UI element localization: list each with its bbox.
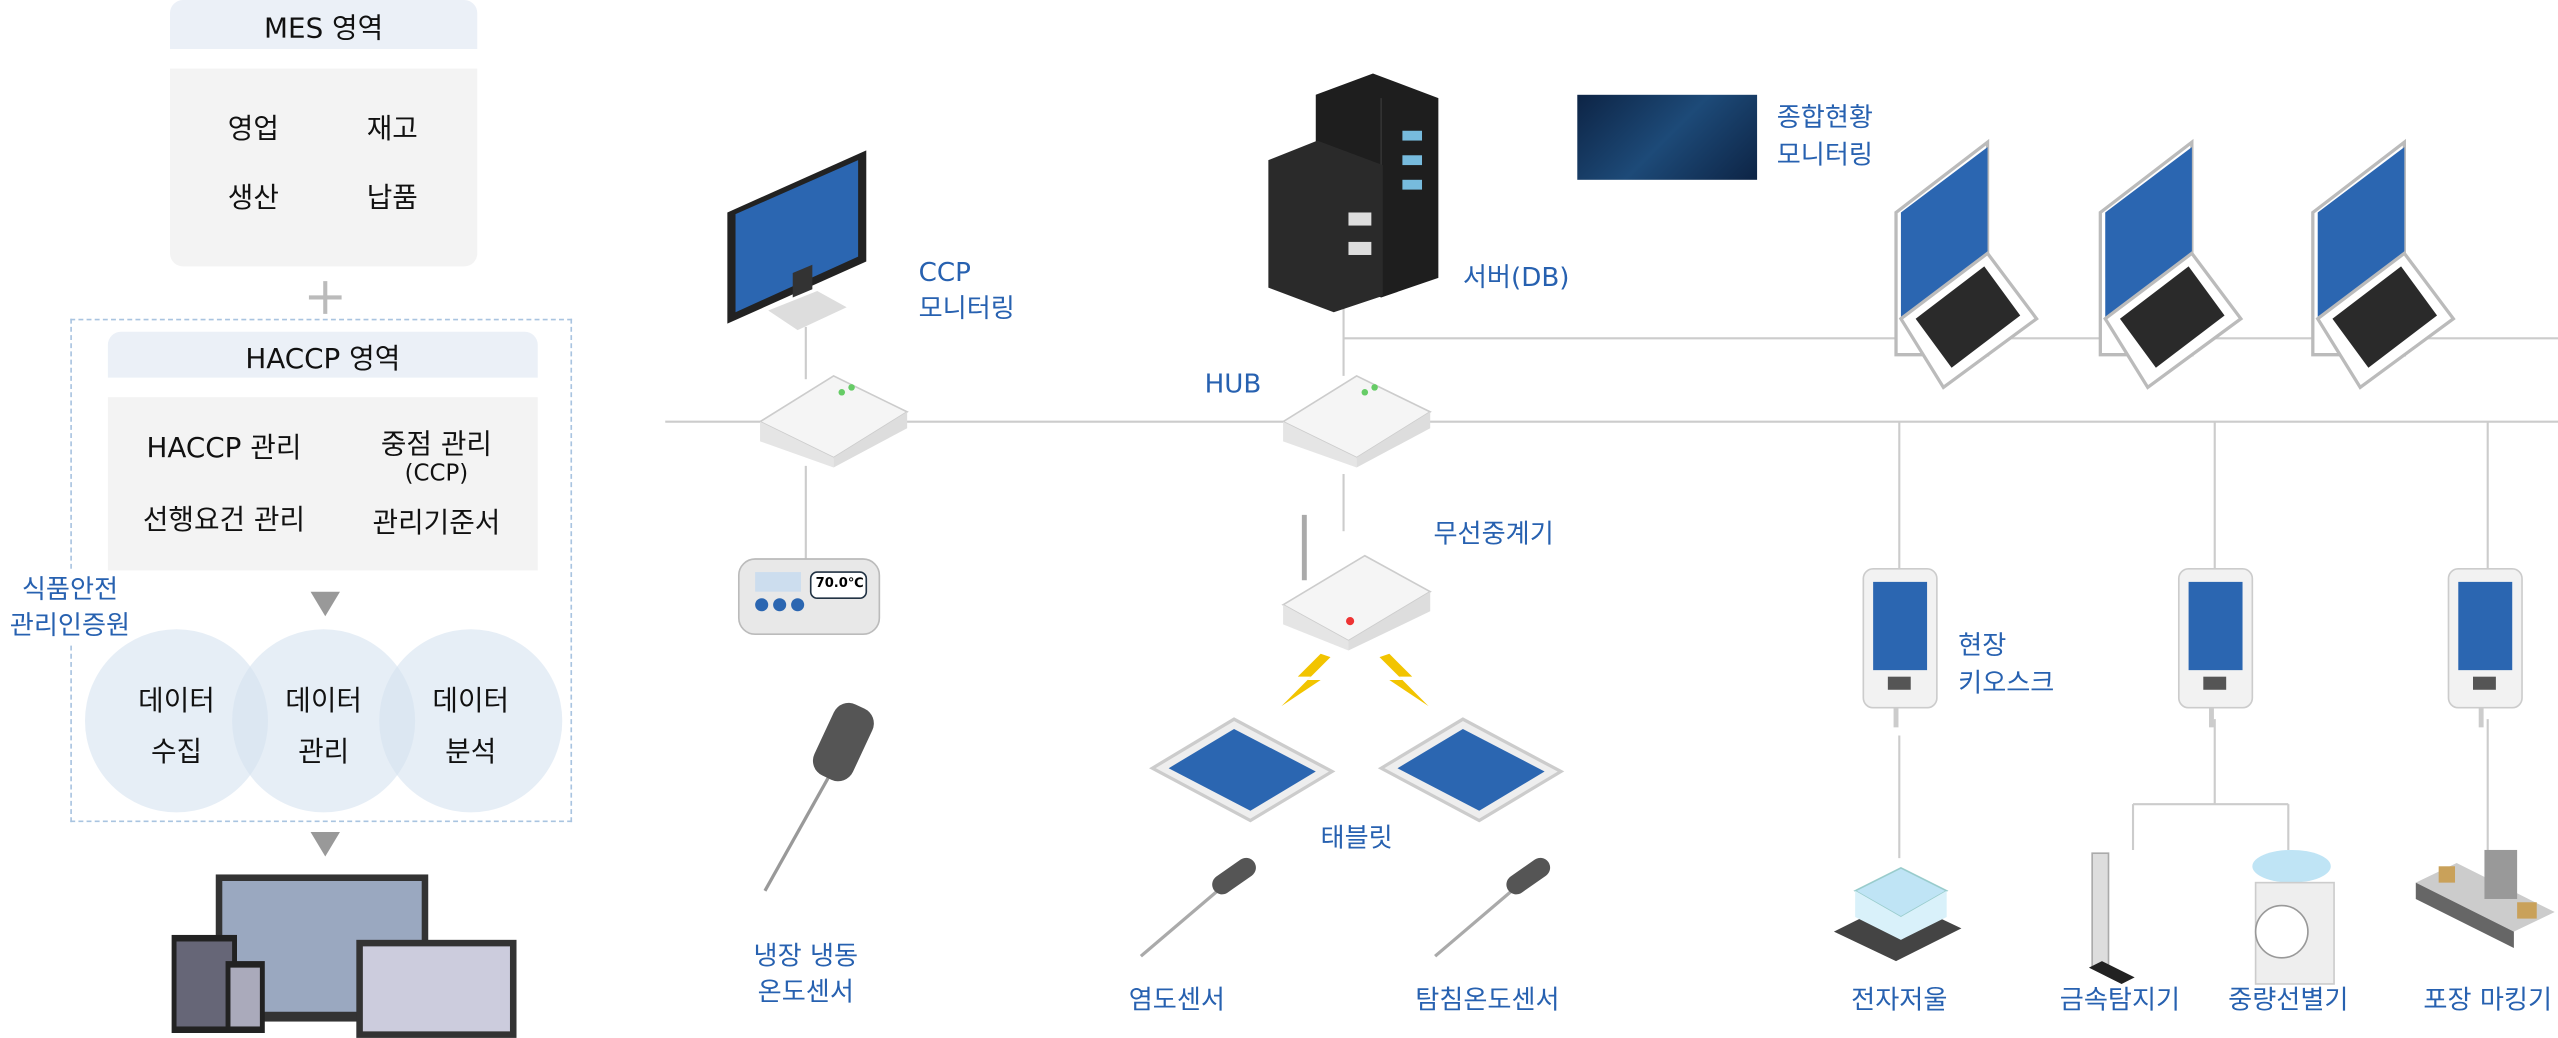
packaging-marker-label: 포장 마킹기 xyxy=(2423,983,2553,1016)
ccp-monitor-icon xyxy=(727,150,867,331)
server-icon xyxy=(1268,73,1439,313)
mes-title: MES 영역 xyxy=(264,12,384,45)
certifier-label: 식품안전 관리인증원 xyxy=(6,572,134,644)
weight-sorter-icon xyxy=(2252,849,2335,985)
tablet-label: 태블릿 xyxy=(1320,822,1393,854)
probe-thermometer-icon xyxy=(763,702,874,892)
laptop-icon xyxy=(2311,138,2456,390)
tablet-icon xyxy=(1149,717,1336,823)
mes-item: 영업 xyxy=(227,113,279,147)
kiosk-icon xyxy=(1862,567,1938,728)
kiosk-icon xyxy=(2447,567,2523,728)
metal-detector-icon xyxy=(2088,852,2135,984)
kiosk-label: 키오스크 xyxy=(1958,666,2055,698)
hub-label: HUB xyxy=(1204,367,1262,399)
circle-text: 데이터 xyxy=(432,685,510,719)
tablets xyxy=(1149,717,1565,823)
certifier-line: 관리인증원 xyxy=(9,609,131,641)
laptop-icon xyxy=(1894,138,2039,390)
arrow-down-icon xyxy=(310,831,340,857)
haccp-item: (CCP) xyxy=(404,460,469,488)
field-devices xyxy=(1833,849,2555,985)
temperature-display-icon xyxy=(737,558,881,636)
tablet-icon xyxy=(1377,717,1565,823)
circle-text: 관리 xyxy=(298,736,350,770)
metal-detector-label: 금속탐지기 xyxy=(2059,983,2181,1016)
haccp-body xyxy=(107,397,538,571)
device-screens-icon xyxy=(171,874,517,1038)
laptop-icon xyxy=(2098,138,2244,390)
ccp-monitoring-label: CCP xyxy=(918,256,971,288)
mes-item: 재고 xyxy=(366,113,418,147)
kiosks xyxy=(1862,567,2523,728)
circle-text: 데이터 xyxy=(285,685,362,719)
laptops xyxy=(1894,138,2456,390)
mes-header: MES 영역 xyxy=(169,0,478,50)
salinity-probe-icon xyxy=(1139,857,1551,958)
overall-monitoring-label: 모니터링 xyxy=(1776,138,1873,170)
overall-monitoring-label: 종합현황 xyxy=(1776,101,1873,133)
wireless-signal-icon xyxy=(1281,653,1429,707)
mes-item: 생산 xyxy=(227,182,279,215)
probe-sensor-label: 탐침온도센서 xyxy=(1415,983,1560,1016)
haccp-item: 중점 관리 xyxy=(380,429,492,462)
mes-body xyxy=(169,68,478,267)
fridge-sensor-label: 온도센서 xyxy=(757,975,854,1007)
haccp-item: HACCP 관리 xyxy=(146,432,302,466)
kiosk-icon xyxy=(2177,567,2254,728)
haccp-title: HACCP 영역 xyxy=(245,342,401,376)
server-label: 서버(DB) xyxy=(1462,261,1570,293)
plus-icon xyxy=(308,281,342,314)
data-circle-analyze xyxy=(379,629,563,813)
haccp-item: 관리기준서 xyxy=(372,507,501,541)
temperature-readout: 70.0℃ xyxy=(815,575,864,591)
salinity-sensor-label: 염도센서 xyxy=(1128,983,1225,1016)
scale-label: 전자저울 xyxy=(1851,983,1948,1016)
hub-icon xyxy=(758,375,1432,468)
fridge-sensor-label: 냉장 냉동 xyxy=(753,939,859,971)
electronic-scale-icon xyxy=(1833,867,1962,962)
haccp-item: 선행요건 관리 xyxy=(142,504,306,537)
kiosk-label: 현장 xyxy=(1958,629,2007,661)
wireless-repeater-icon xyxy=(1281,514,1432,651)
food-safety-boundary xyxy=(70,318,573,823)
arrow-down-icon xyxy=(310,591,340,617)
circle-text: 수집 xyxy=(150,736,203,770)
overall-dashboard-thumbnail xyxy=(1577,94,1758,180)
haccp-header: HACCP 영역 xyxy=(107,331,538,378)
certifier-line: 식품안전 xyxy=(21,573,119,605)
packaging-marker-icon xyxy=(2415,849,2555,949)
ccp-monitoring-label: 모니터링 xyxy=(918,292,1015,324)
circle-text: 데이터 xyxy=(138,685,215,719)
weight-sorter-label: 중량선별기 xyxy=(2228,983,2349,1016)
circle-text: 분석 xyxy=(445,736,497,770)
wireless-repeater-label: 무선중계기 xyxy=(1433,518,1554,550)
mes-item: 납품 xyxy=(366,182,418,215)
